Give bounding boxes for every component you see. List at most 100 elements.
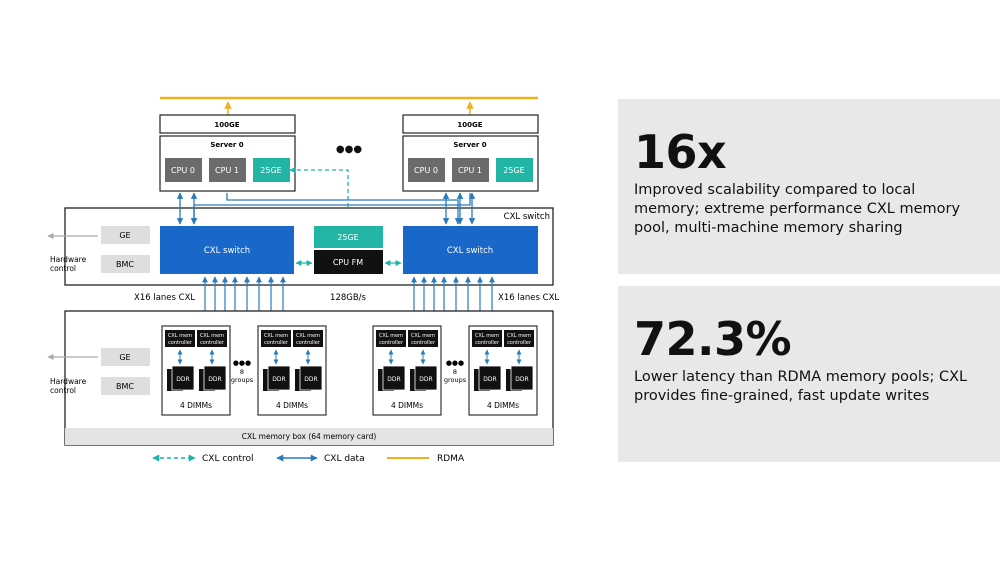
- groups-ellipsis-left: ●●●: [233, 359, 251, 367]
- controller-label-1: CXL mem: [379, 333, 403, 339]
- cpu-fm: [314, 250, 383, 274]
- bandwidth-label: 128GB/s: [330, 293, 367, 303]
- memory-box-ge: [101, 348, 150, 366]
- server-right-cpu0-label: CPU 0: [414, 166, 438, 175]
- ddr-label: DDR: [419, 376, 432, 383]
- cxl-architecture-diagram: 100GE Server 0 CPU 0 CPU 1 25GE ●●● 100G…: [47, 96, 559, 464]
- switch-box-ge-label: GE: [119, 231, 130, 240]
- groups-label-left: groups: [231, 376, 254, 384]
- memory-box-title: CXL memory box (64 memory card): [242, 432, 377, 441]
- cxl-mem-controller: [197, 330, 227, 347]
- switch-box-ge: [101, 226, 150, 244]
- legend-rdma-label: RDMA: [437, 454, 465, 464]
- controller-label-2: controller: [296, 340, 321, 346]
- server-left-cpu0: [165, 158, 202, 182]
- cross-link: [190, 193, 471, 225]
- server-left-cpu1-label: CPU 1: [215, 166, 239, 175]
- cxl-mem-controller: [472, 330, 502, 347]
- cxl-mem-controller: [293, 330, 323, 347]
- ddr-module: [299, 365, 323, 391]
- dimms-label: 4 DIMMs: [391, 401, 423, 410]
- cxl-mem-controller: [376, 330, 406, 347]
- memory-box: CXL memory box (64 memory card) GE BMC C…: [64, 310, 554, 446]
- controller-label-1: CXL mem: [475, 333, 499, 339]
- cpu-switch-links: [176, 192, 476, 225]
- controller-label-2: controller: [168, 340, 193, 346]
- memory-box-bmc-label: BMC: [116, 382, 134, 391]
- memory-box-ge-label: GE: [119, 353, 130, 362]
- ddr-module: [478, 365, 502, 391]
- controller-label-2: controller: [475, 340, 500, 346]
- stat-value-latency: 72.3%: [634, 312, 792, 366]
- server-right-cpu1-label: CPU 1: [458, 166, 482, 175]
- groups-count-right: 8: [453, 368, 457, 376]
- stat-desc-latency: Lower latency than RDMA memory pools; CX…: [634, 369, 968, 404]
- legend: CXL control CXL data RDMA: [152, 454, 465, 464]
- fm-25ge-label: 25GE: [337, 233, 358, 242]
- switch-right-label: CXL switch: [447, 246, 493, 256]
- switch-box-title: CXL switch: [504, 212, 550, 222]
- controller-label-1: CXL mem: [296, 333, 320, 339]
- ddr-module: [267, 365, 291, 391]
- groups-label-right: groups: [444, 376, 467, 384]
- ddr-module: [510, 365, 534, 391]
- servers-ellipsis: ●●●: [336, 144, 362, 155]
- switch-hw-label-1: Hardware: [50, 255, 87, 264]
- server-right-title: Server 0: [453, 141, 486, 149]
- cxl-control-line: [289, 166, 352, 227]
- memory-hw-label-1: Hardware: [50, 377, 87, 386]
- ddr-label: DDR: [176, 376, 189, 383]
- switch-left-label: CXL switch: [204, 246, 250, 256]
- ddr-module: [382, 365, 406, 391]
- groups-ellipsis-right: ●●●: [446, 359, 464, 367]
- server-right-cpu0: [408, 158, 445, 182]
- switch-hw-label-2: control: [50, 264, 76, 273]
- controller-label-1: CXL mem: [411, 333, 435, 339]
- controller-label-2: controller: [379, 340, 404, 346]
- server-right-cpu1: [452, 158, 489, 182]
- server-right-25ge: [496, 158, 533, 182]
- server-right: 100GE Server 0 CPU 0 CPU 1 25GE: [402, 114, 539, 192]
- stat-desc-scalability: Improved scalability compared to local m…: [634, 182, 961, 236]
- switch-right: [403, 226, 538, 274]
- ddr-label: DDR: [515, 376, 528, 383]
- cxl-mem-controller: [504, 330, 534, 347]
- cross-link: [226, 193, 462, 225]
- switch-box-bmc: [101, 255, 150, 273]
- legend-data-label: CXL data: [324, 454, 365, 464]
- ddr-module: [414, 365, 438, 391]
- lanes-right-label: X16 lanes CXL: [498, 293, 559, 303]
- lanes-left-label: X16 lanes CXL: [134, 293, 195, 303]
- ddr-module: [171, 365, 195, 391]
- switch-left: [160, 226, 294, 274]
- server-left-nic-label: 100GE: [214, 121, 239, 129]
- fm-25ge: [314, 226, 383, 248]
- dimms-label: 4 DIMMs: [276, 401, 308, 410]
- controller-label-2: controller: [507, 340, 532, 346]
- controller-label-1: CXL mem: [168, 333, 192, 339]
- controller-label-1: CXL mem: [507, 333, 531, 339]
- stat-card-latency: 72.3% Lower latency than RDMA memory poo…: [618, 286, 1000, 462]
- dimms-label: 4 DIMMs: [180, 401, 212, 410]
- controller-label-2: controller: [411, 340, 436, 346]
- controller-label-2: controller: [200, 340, 225, 346]
- controller-label-2: controller: [264, 340, 289, 346]
- cxl-mem-controller: [261, 330, 291, 347]
- ddr-label: DDR: [304, 376, 317, 383]
- server-left: 100GE Server 0 CPU 0 CPU 1 25GE: [159, 114, 296, 192]
- switch-box-bmc-label: BMC: [116, 260, 134, 269]
- server-left-cpu0-label: CPU 0: [171, 166, 195, 175]
- server-right-nic-label: 100GE: [457, 121, 482, 129]
- memory-hw-label-2: control: [50, 386, 76, 395]
- switch-box: CXL switch GE BMC CXL switch 25GE CPU FM…: [64, 207, 554, 286]
- server-left-cpu1: [209, 158, 246, 182]
- stat-value-scalability: 16x: [634, 125, 727, 179]
- cpu-fm-label: CPU FM: [333, 258, 363, 267]
- memory-box-title-bar: [65, 428, 553, 445]
- server-right-25ge-label: 25GE: [503, 166, 524, 175]
- controller-label-1: CXL mem: [264, 333, 288, 339]
- legend-control-label: CXL control: [202, 454, 254, 464]
